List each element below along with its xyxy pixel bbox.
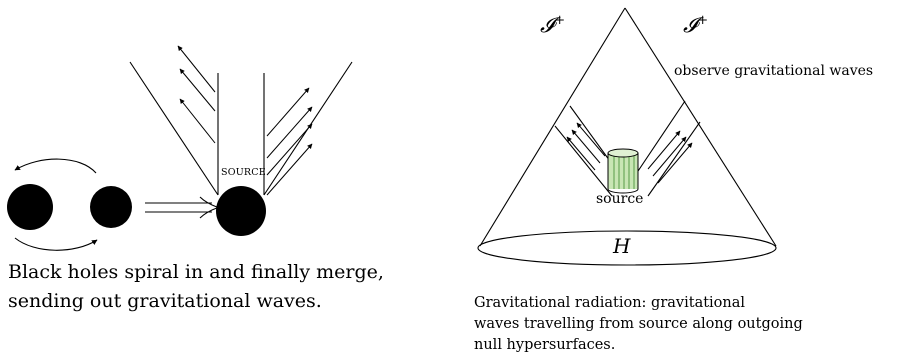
binary-black-holes <box>7 158 132 251</box>
penrose-cone <box>477 7 777 266</box>
horizon-label: H <box>613 234 631 258</box>
black-hole-right <box>90 186 132 228</box>
orbit-arrow-bottom <box>14 237 98 251</box>
scri-plus-right: 𝓘+ <box>683 13 709 37</box>
scri-plus-left: 𝓘+ <box>540 13 566 37</box>
source-label-right: source <box>596 191 644 207</box>
caption-right-line-1: Gravitational radiation: gravitational <box>474 295 746 311</box>
merged-source <box>129 45 353 236</box>
caption-right-line-3: null hypersurfaces. <box>474 337 616 353</box>
observe-label: observe gravitational waves <box>674 63 874 79</box>
caption-right: Gravitational radiation: gravitational w… <box>474 293 854 356</box>
merged-black-hole <box>216 186 266 236</box>
source-cylinder <box>607 148 639 194</box>
caption-right-line-2: waves travelling from source along outgo… <box>474 316 803 332</box>
caption-left-line-1: Black holes spiral in and finally merge, <box>8 261 384 283</box>
merge-implies-arrow <box>145 196 220 219</box>
source-label-left: SOURCE <box>221 167 266 178</box>
caption-left-line-2: sending out gravitational waves. <box>8 290 322 312</box>
scri-left-edge <box>479 7 626 247</box>
scri-right-edge <box>624 7 777 247</box>
orbit-arrow-top <box>14 158 97 174</box>
black-hole-left <box>7 184 53 230</box>
caption-left: Black holes spiral in and finally merge,… <box>8 258 428 316</box>
null-hypersurfaces <box>554 100 701 197</box>
horizon-ellipse <box>477 230 777 266</box>
